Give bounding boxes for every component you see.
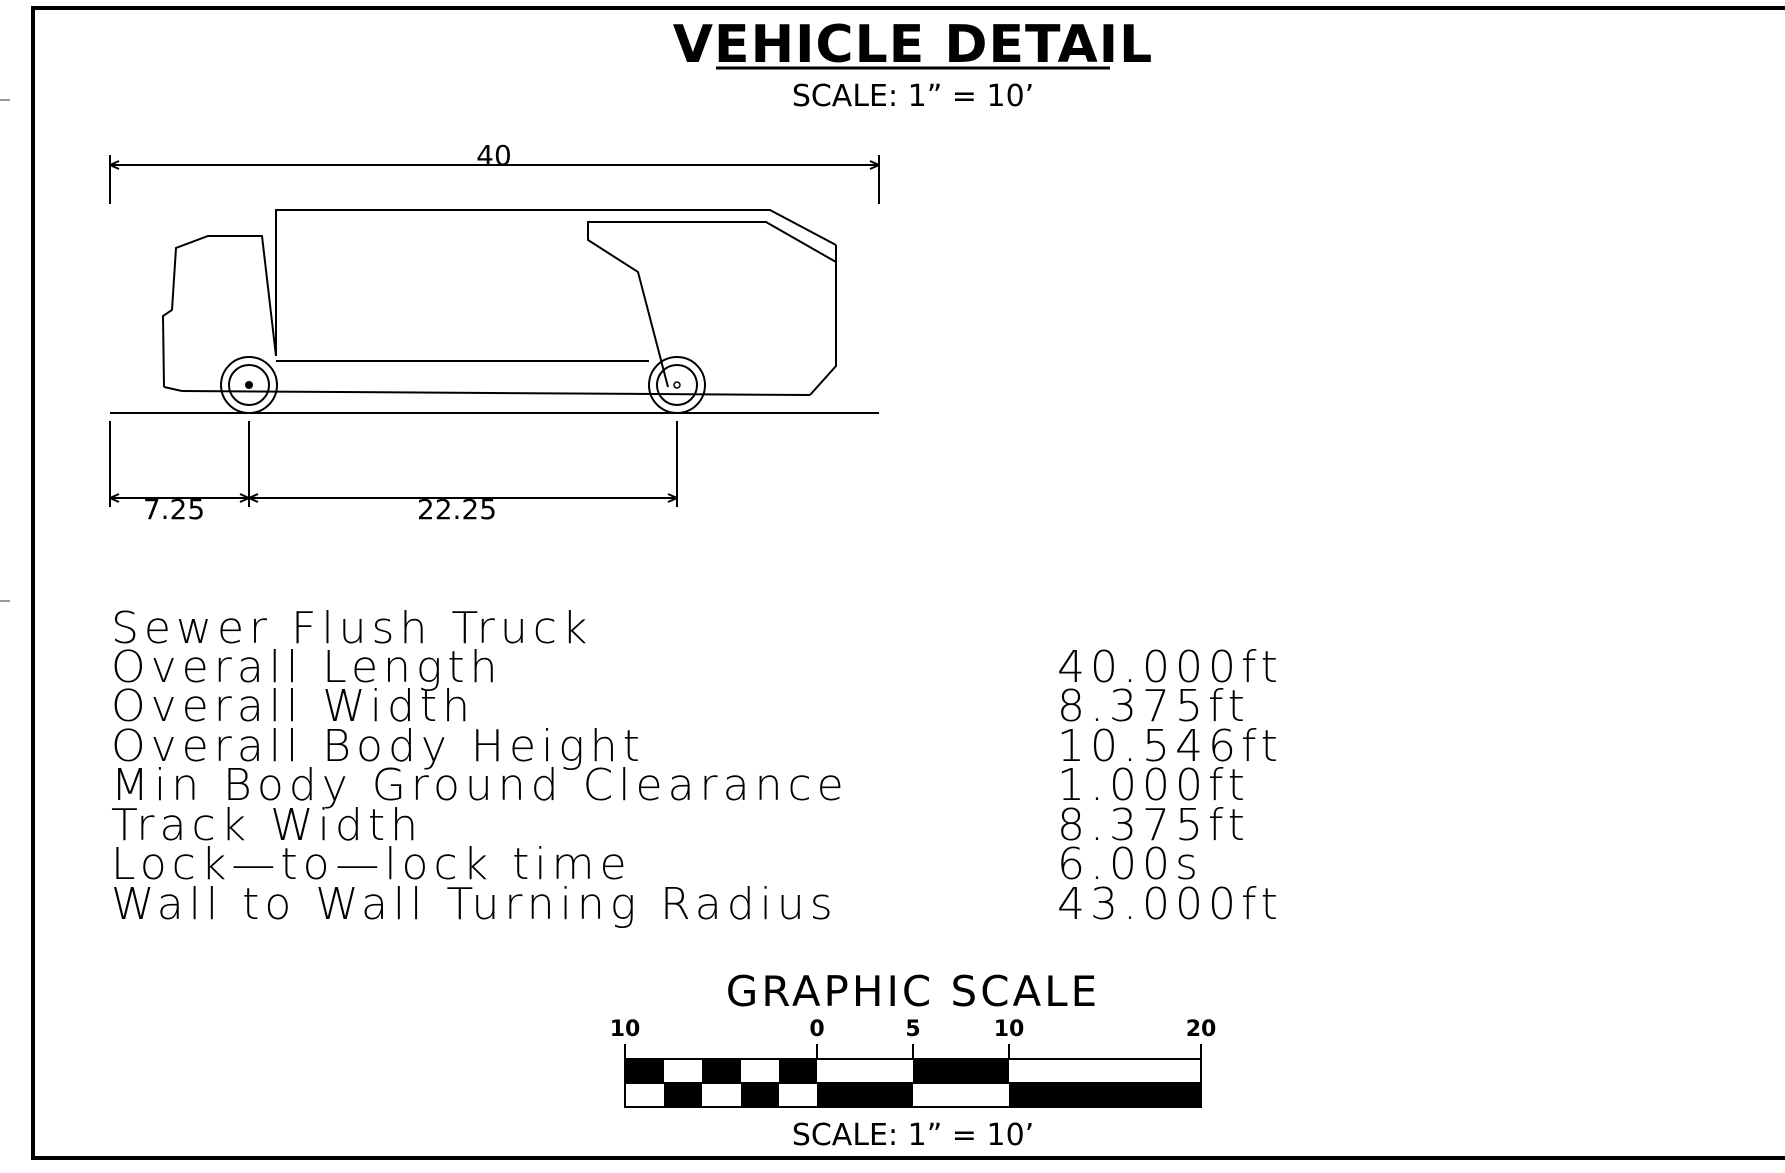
- scale-tick-label: 0: [809, 1017, 824, 1042]
- front-overhang-label: 7.25: [143, 493, 205, 526]
- title-scale: SCALE: 1” = 10’: [792, 79, 1034, 114]
- scale-tick-label: 10: [994, 1017, 1025, 1042]
- overall-length-label: 40: [476, 139, 512, 172]
- spec-value: 8.375ft: [1057, 681, 1250, 732]
- spec-label: Overall Width: [111, 681, 475, 732]
- spec-value: 10.546ft: [1057, 721, 1283, 772]
- spec-label: Wall to Wall Turning Radius: [111, 879, 838, 930]
- wheelbase-dimension: 7.25 22.25: [109, 421, 678, 526]
- scale-block: [741, 1083, 779, 1107]
- spec-label: Min Body Ground Clearance: [111, 760, 849, 811]
- spec-value: 1.000ft: [1057, 760, 1250, 811]
- spec-table: Sewer Flush Truck Overall Length 40.000f…: [111, 603, 1283, 930]
- vehicle-name: Sewer Flush Truck: [111, 603, 592, 654]
- scale-tick-label: 20: [1186, 1017, 1217, 1042]
- spec-label: Lock—to—lock time: [111, 839, 632, 890]
- graphic-scale-title: GRAPHIC SCALE: [726, 967, 1100, 1016]
- scale-tick-label: 10: [610, 1017, 641, 1042]
- spec-label: Overall Length: [111, 642, 502, 693]
- graphic-scale-ratio: SCALE: 1” = 10’: [792, 1118, 1034, 1153]
- page-title: VEHICLE DETAIL: [673, 15, 1153, 75]
- scale-block: [817, 1083, 913, 1107]
- scale-block: [702, 1059, 741, 1083]
- spec-label: Track Width: [111, 800, 423, 851]
- spec-value: 6.00s: [1057, 839, 1203, 890]
- scale-block: [1009, 1083, 1201, 1107]
- sheet-border: [31, 6, 1785, 1160]
- scale-block: [625, 1059, 664, 1083]
- scale-tick-label: 5: [905, 1017, 920, 1042]
- truck-profile: [110, 209, 879, 414]
- spec-value: 43.000ft: [1057, 879, 1283, 930]
- scale-block: [664, 1083, 702, 1107]
- scale-block: [913, 1059, 1009, 1083]
- spec-value: 40.000ft: [1057, 642, 1283, 693]
- spec-value: 8.375ft: [1057, 800, 1250, 851]
- graphic-scale: GRAPHIC SCALE 10 0 5 10 20 SCALE: 1” = 1…: [610, 967, 1217, 1153]
- wheelbase-label: 22.25: [417, 493, 497, 526]
- overall-length-dimension: 40: [109, 139, 880, 204]
- scale-block: [779, 1059, 817, 1083]
- spec-label: Overall Body Height: [111, 721, 645, 772]
